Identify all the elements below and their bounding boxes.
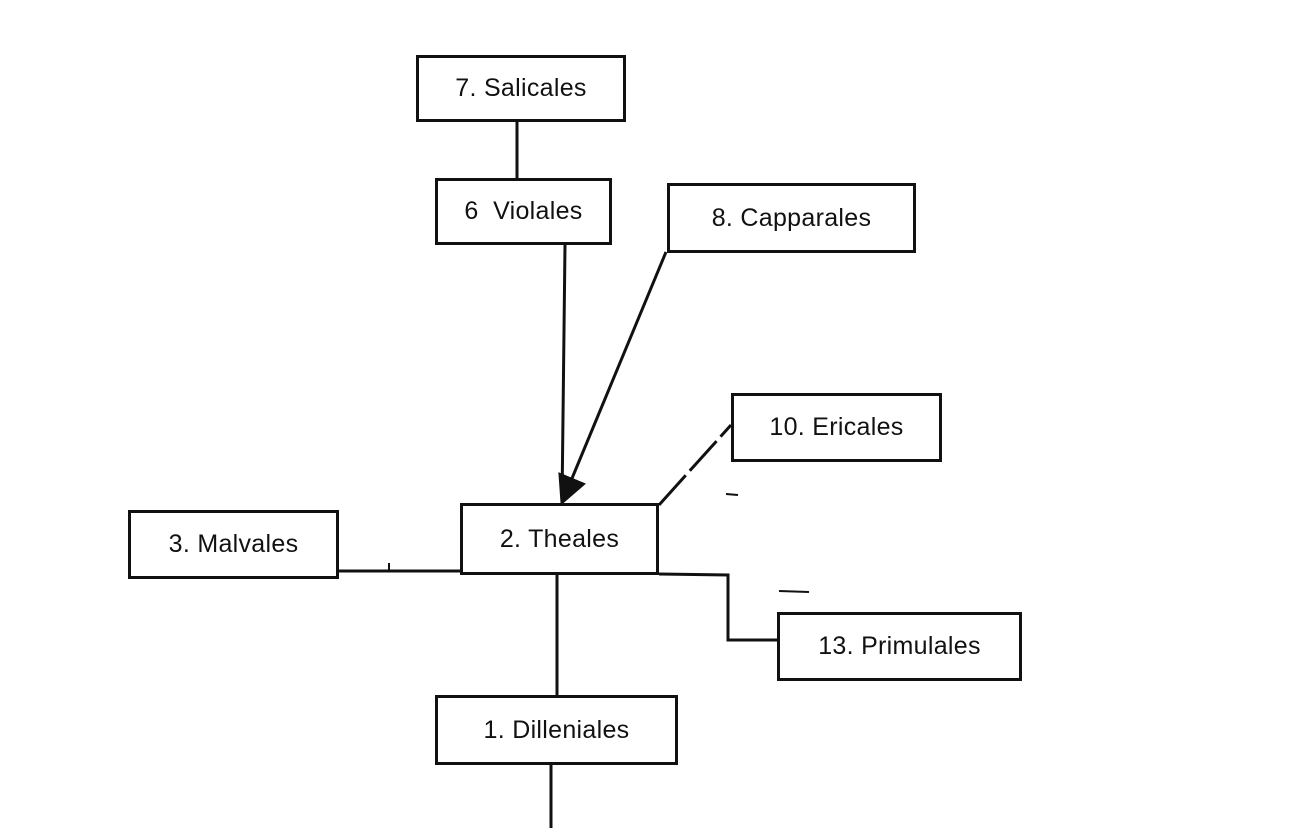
node-label: 10. Ericales: [769, 413, 904, 441]
edge-theales-ericales: [657, 423, 733, 507]
node-label: 6 Violales: [464, 197, 583, 225]
node-label: 7. Salicales: [455, 74, 587, 102]
edge-violales-theales: [560, 244, 567, 504]
stray-mark: [725, 493, 739, 496]
node-salicales: 7. Salicales: [416, 55, 626, 122]
node-label: 3. Malvales: [168, 530, 299, 558]
stray-mark: [778, 590, 810, 593]
node-primulales: 13. Primulales: [777, 612, 1022, 681]
edge-theales-primulales: [658, 572, 777, 642]
node-label: 2. Theales: [499, 524, 620, 553]
node-ericales: 10. Ericales: [731, 393, 942, 462]
edge-capparales-theales: [558, 251, 668, 506]
node-malvales: 3. Malvales: [128, 510, 339, 579]
node-label: 8. Capparales: [711, 203, 872, 232]
node-label: 1. Dilleniales: [483, 715, 630, 744]
node-dilleniales: 1. Dilleniales: [435, 695, 678, 765]
node-violales: 6 Violales: [435, 178, 612, 245]
node-label: 13. Primulales: [818, 632, 981, 660]
node-theales: 2. Theales: [460, 503, 659, 575]
node-capparales: 8. Capparales: [667, 183, 916, 253]
